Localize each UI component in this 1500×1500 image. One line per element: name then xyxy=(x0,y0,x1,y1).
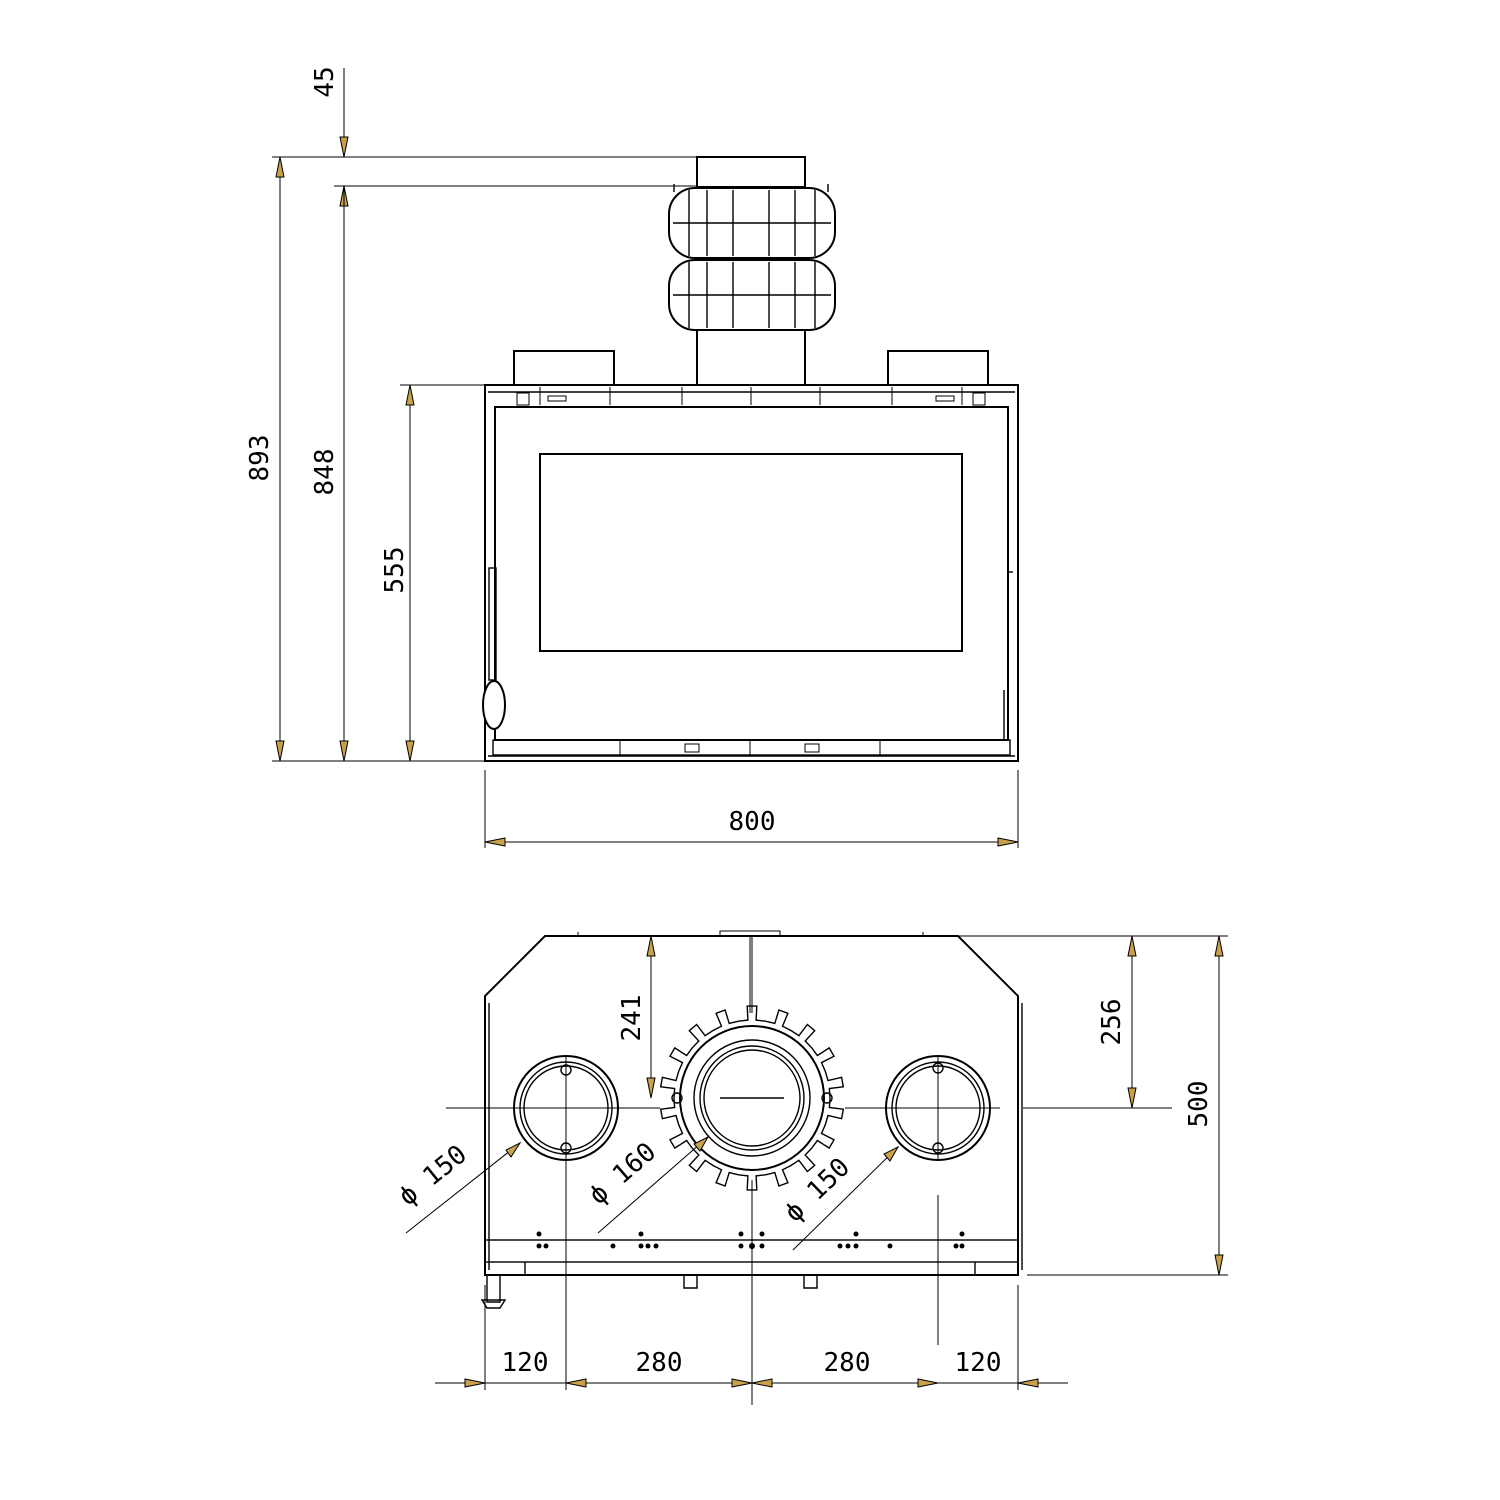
dim-280-right-label: 280 xyxy=(824,1348,871,1378)
firebox-body xyxy=(484,384,1019,762)
door-hinge xyxy=(488,567,497,681)
dim-800-label: 800 xyxy=(729,807,776,837)
foot-mid-right xyxy=(803,1275,818,1289)
dim-280-left-label: 280 xyxy=(636,1348,683,1378)
top-view: 241 256 500 ϕ 150 ϕ 160 xyxy=(393,930,1228,1405)
dim-45: 45 xyxy=(310,66,349,206)
right-spigot xyxy=(887,350,989,386)
dim-45-label: 45 xyxy=(310,66,340,97)
dim-256-label: 256 xyxy=(1097,999,1127,1046)
top-details xyxy=(516,387,986,406)
dim-848: 848 xyxy=(310,185,349,762)
dim-800: 800 xyxy=(484,807,1019,847)
centre-lines xyxy=(446,935,1228,1405)
dim-893-label: 893 xyxy=(245,435,275,482)
diameter-leader-centre: ϕ 160 xyxy=(583,1135,710,1234)
dim-120-right-label: 120 xyxy=(955,1348,1002,1378)
dim-241: 241 xyxy=(617,935,656,1099)
dim-555-label: 555 xyxy=(380,547,410,594)
foot-mid-left xyxy=(683,1275,698,1289)
dim-555: 555 xyxy=(380,384,415,762)
flue-collar xyxy=(696,156,806,188)
dim-500-label: 500 xyxy=(1184,1081,1214,1128)
fan-cowl xyxy=(668,184,836,331)
front-view: 893 848 45 555 800 xyxy=(245,66,1019,848)
bottom-details xyxy=(619,741,881,756)
flue-pipe xyxy=(696,329,806,386)
foot-left xyxy=(486,1275,501,1303)
dim-256: 256 xyxy=(1097,935,1137,1109)
left-diameter-label: ϕ 150 xyxy=(393,1139,473,1212)
centre-diameter-label: ϕ 160 xyxy=(583,1137,662,1211)
dim-848-label: 848 xyxy=(310,449,340,496)
viewing-glass xyxy=(539,453,963,652)
front-extension-lines xyxy=(272,156,1019,848)
dim-500: 500 xyxy=(1184,935,1224,1276)
dim-120-left-label: 120 xyxy=(502,1348,549,1378)
diameter-leader-left: ϕ 150 xyxy=(393,1139,522,1234)
right-diameter-label: ϕ 150 xyxy=(779,1152,856,1228)
door-frame xyxy=(494,406,1009,741)
centre-outlet xyxy=(659,1005,845,1191)
door-handle[interactable] xyxy=(482,680,506,730)
bottom-dims: 120 280 280 120 xyxy=(435,1348,1068,1388)
top-edge-markers xyxy=(577,930,924,1013)
left-spigot xyxy=(513,350,615,386)
dim-241-label: 241 xyxy=(617,995,647,1042)
dim-893: 893 xyxy=(245,156,285,762)
